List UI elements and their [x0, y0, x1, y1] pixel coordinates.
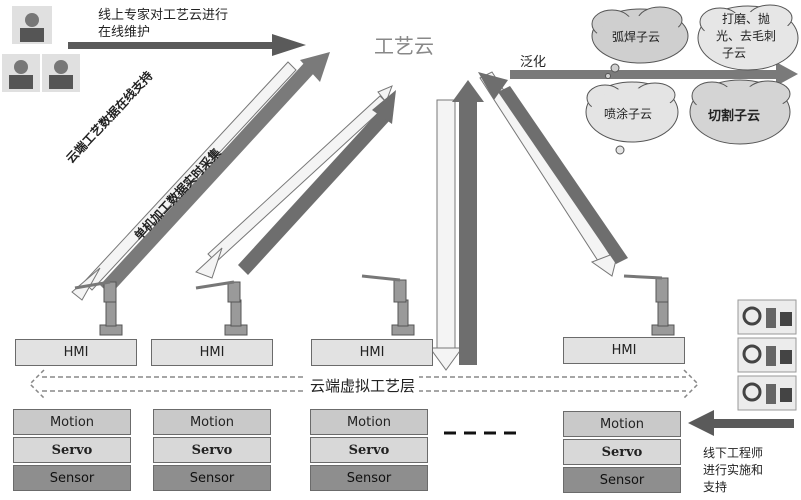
engineer-caption-line2: 进行实施和 — [703, 463, 764, 477]
grind-cloud-label-1: 打磨、抛 — [722, 12, 771, 26]
motion-box-1: Motion — [13, 409, 131, 435]
grind-cloud-shape — [697, 4, 799, 71]
spray-cloud-label: 喷涂子云 — [604, 107, 653, 121]
engineer-icon — [737, 337, 797, 373]
engineer-icon — [737, 375, 797, 411]
robot-arm-icon — [361, 274, 415, 336]
generalize-label: 泛化 — [520, 55, 547, 70]
collect-arrow-2 — [238, 90, 396, 275]
grind-cloud-label-3: 子云 — [722, 46, 747, 60]
cloud-title: 工艺云 — [374, 34, 434, 58]
collect-arrow-1 — [100, 52, 330, 295]
motion-box-2: Motion — [153, 409, 271, 435]
servo-box-2: Servo — [153, 437, 271, 463]
motion-box-3: Motion — [310, 409, 428, 435]
servo-box-3: Servo — [310, 437, 428, 463]
weld-cloud-shape — [591, 6, 689, 79]
vertical-down-arrow — [429, 99, 463, 371]
support-arrow-2 — [195, 85, 393, 279]
engineer-icon — [737, 299, 797, 335]
servo-box-4: Servo — [563, 439, 681, 465]
hmi-box-4: HMI — [563, 337, 685, 364]
engineer-arrow — [688, 410, 794, 436]
expert-caption-line1: 线上专家对工艺云进行 — [98, 8, 229, 23]
expert-caption-line2: 在线维护 — [98, 25, 151, 40]
virtual-layer-label: 云端虚拟工艺层 — [306, 375, 420, 396]
right-up-arrow — [478, 72, 628, 264]
sensor-box-4: Sensor — [563, 467, 681, 493]
sensor-box-1: Sensor — [13, 465, 131, 491]
sensor-box-3: Sensor — [310, 465, 428, 491]
expert-person-icon — [12, 6, 52, 44]
expert-person-icon — [2, 54, 40, 92]
expert-arrow — [68, 34, 306, 56]
robot-arm-icon — [623, 274, 675, 336]
robot-arm-icon — [74, 280, 123, 336]
weld-cloud-label: 弧焊子云 — [612, 30, 661, 44]
right-down-arrow — [479, 71, 619, 277]
robot-arm-icon — [195, 280, 248, 336]
servo-box-1: Servo — [13, 437, 131, 463]
cut-cloud-label: 切割子云 — [708, 109, 761, 124]
engineer-caption-line1: 线下工程师 — [703, 446, 764, 460]
sensor-box-2: Sensor — [153, 465, 271, 491]
cut-cloud-shape — [689, 79, 791, 145]
grind-cloud-label-2: 光、去毛刺 — [716, 29, 777, 43]
spray-cloud-shape — [585, 81, 679, 155]
support-arrow — [71, 61, 297, 301]
motion-box-4: Motion — [563, 411, 681, 437]
engineer-caption-line3: 支持 — [703, 480, 728, 494]
hmi-box-3: HMI — [311, 339, 433, 366]
vertical-up-arrow — [452, 80, 484, 365]
expert-person-icon — [42, 54, 80, 92]
hmi-box-2: HMI — [151, 339, 273, 366]
hmi-box-1: HMI — [15, 339, 137, 366]
generalize-arrow — [510, 62, 798, 86]
